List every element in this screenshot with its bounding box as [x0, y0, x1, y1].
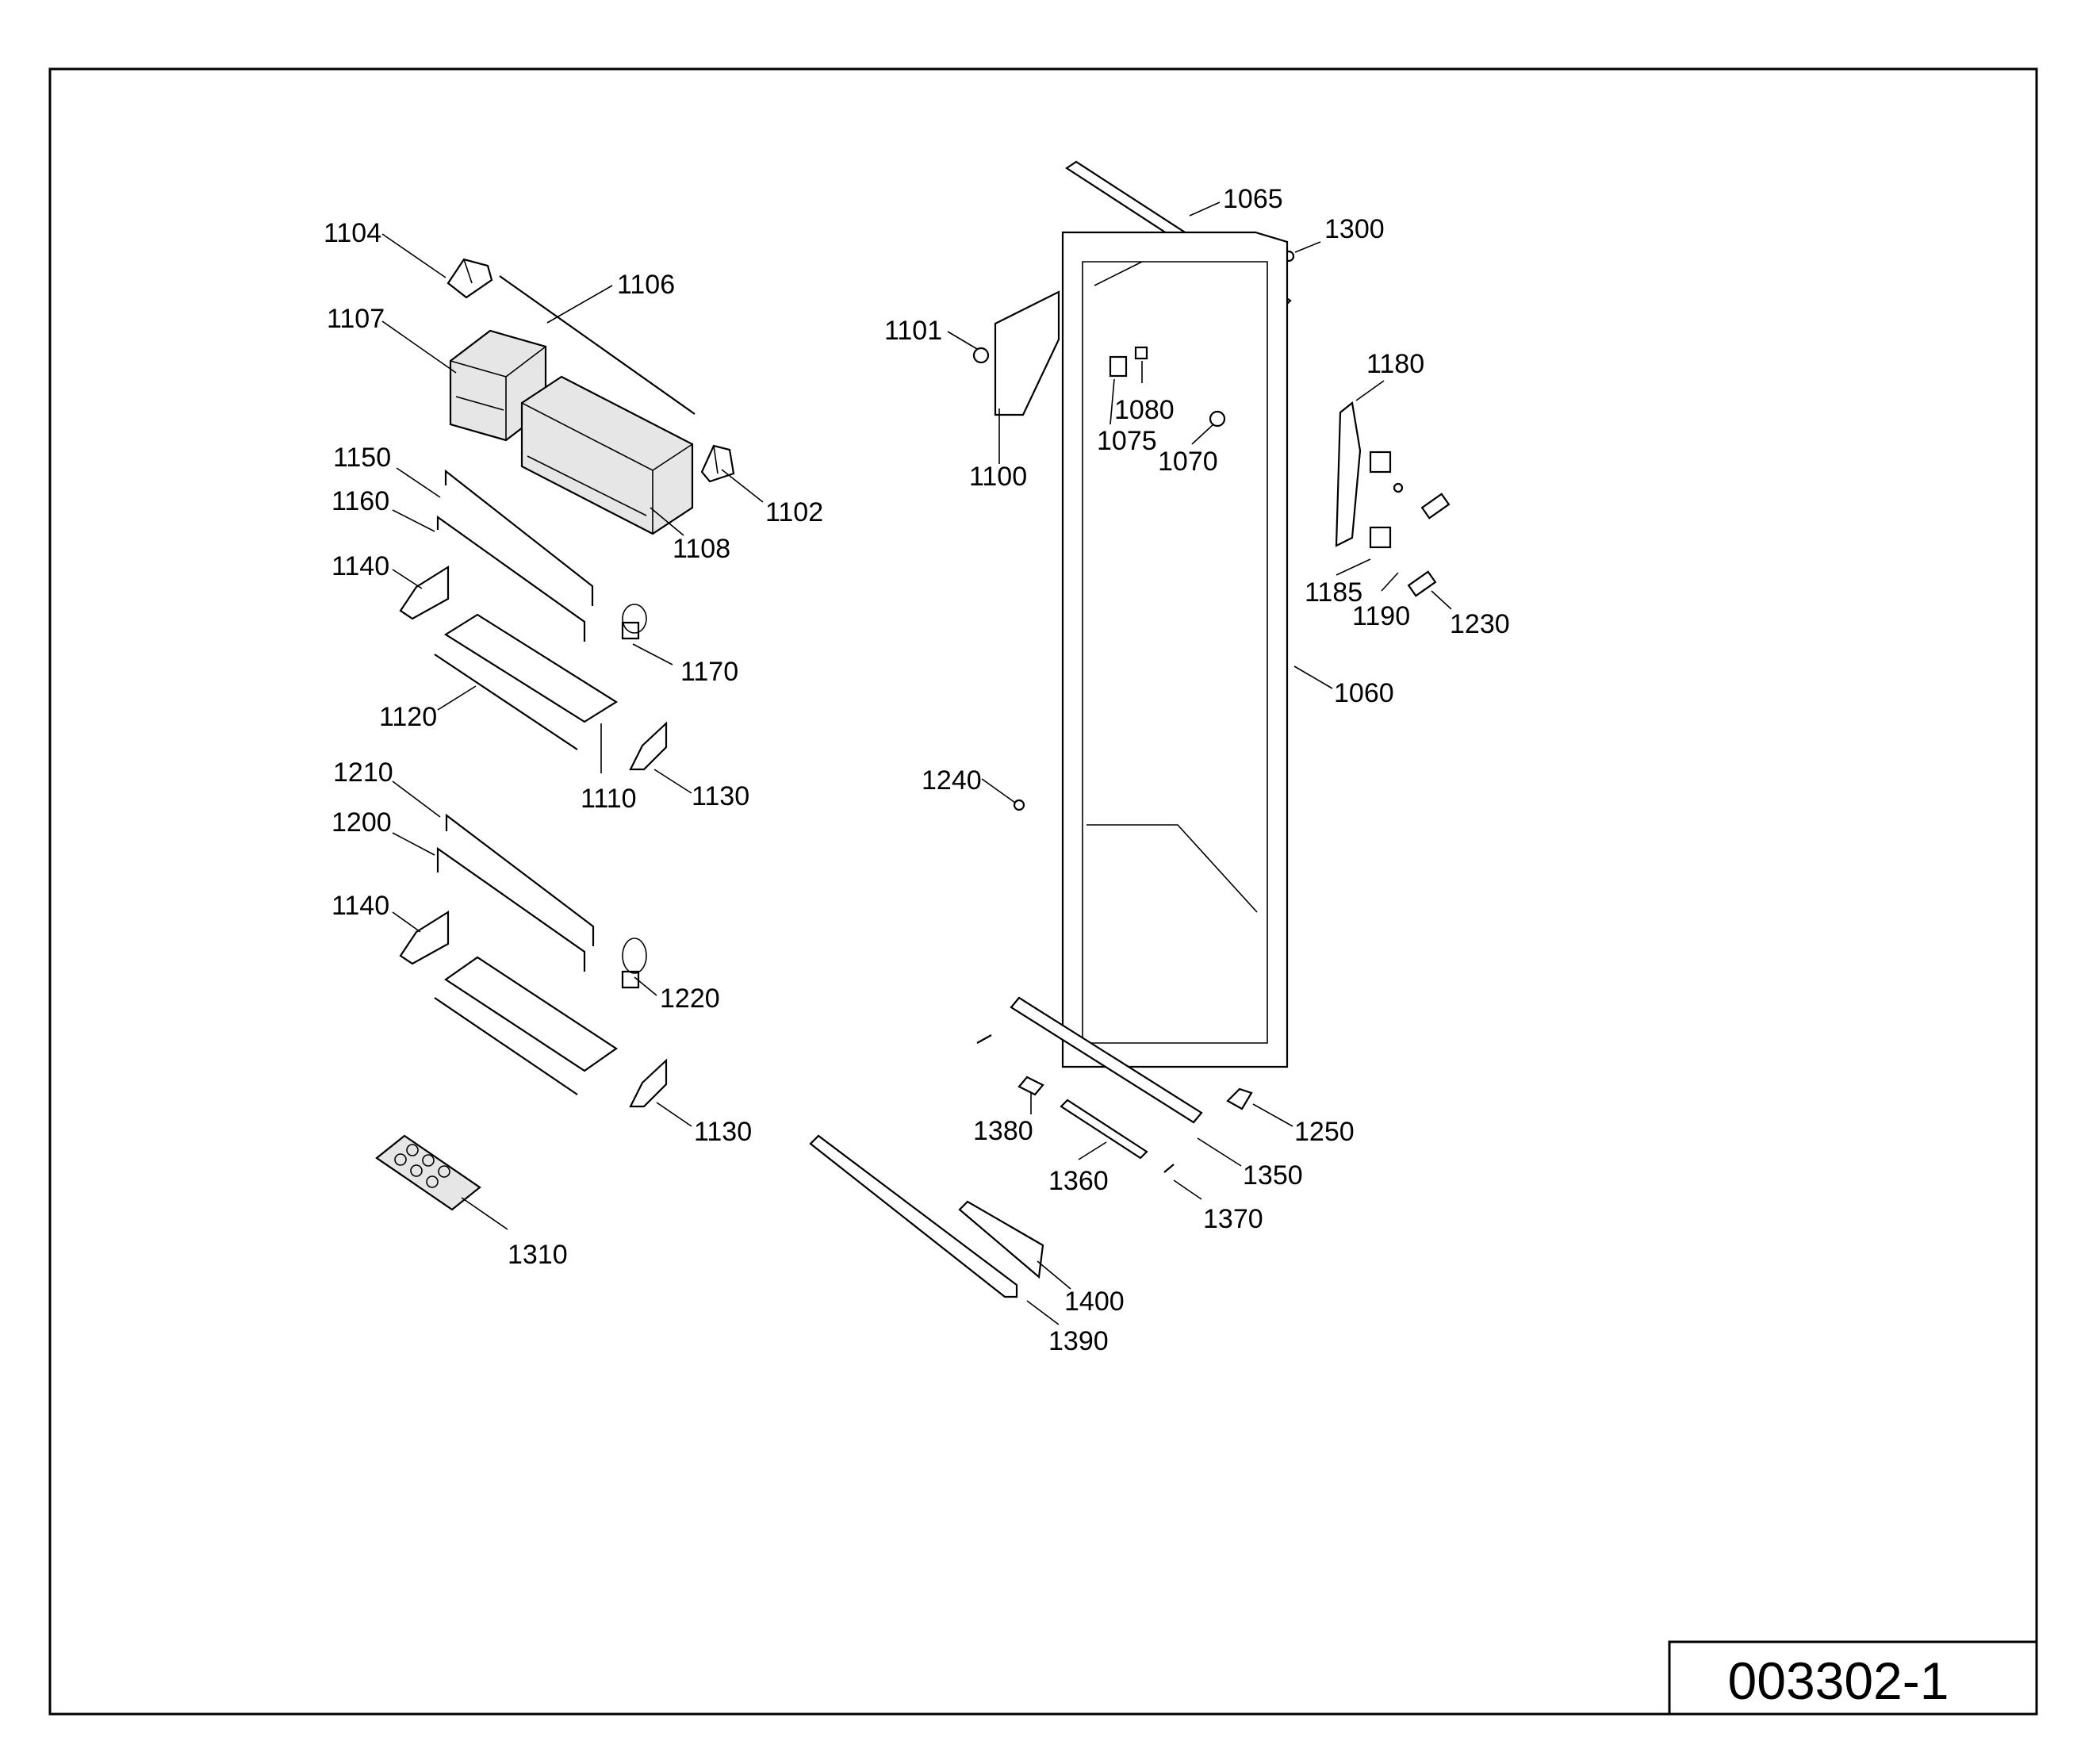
label-1070: 1070 [1158, 447, 1218, 477]
part-1200-wire [436, 846, 586, 972]
part-1100-side-bin [994, 290, 1060, 416]
label-1100: 1100 [969, 462, 1027, 492]
label-1101: 1101 [884, 316, 942, 346]
part-labels: 1104 1106 1107 1108 1102 1150 1160 1140 … [324, 184, 1510, 1356]
label-1140-lower: 1140 [332, 891, 389, 921]
label-1370: 1370 [1203, 1204, 1263, 1234]
part-1230-pad-1 [1420, 493, 1451, 520]
leader-lines [381, 201, 1452, 1325]
part-1110-trim [434, 654, 578, 750]
label-1106: 1106 [617, 270, 675, 300]
label-1310: 1310 [508, 1240, 568, 1270]
label-1060: 1060 [1334, 678, 1394, 708]
label-1250: 1250 [1294, 1117, 1355, 1147]
label-1102: 1102 [765, 497, 823, 527]
label-1170: 1170 [680, 657, 738, 687]
part-1140-bracket-upper [399, 566, 450, 620]
label-1220: 1220 [660, 984, 720, 1014]
part-lower-trim [434, 997, 578, 1095]
part-1160-wire [436, 515, 586, 642]
label-1380: 1380 [973, 1116, 1033, 1146]
label-1110: 1110 [581, 784, 637, 814]
label-1150: 1150 [333, 443, 391, 473]
label-1120: 1120 [379, 702, 437, 732]
part-1170-clip [621, 604, 647, 640]
part-hinge-block-2 [1369, 526, 1392, 549]
part-1350-rail [1010, 996, 1203, 1124]
label-1065: 1065 [1223, 184, 1283, 214]
part-1310-egg-tray [375, 1134, 481, 1211]
part-1080-block [1134, 346, 1148, 360]
label-1180: 1180 [1366, 349, 1424, 379]
label-1400: 1400 [1064, 1287, 1125, 1317]
part-1190-screw [1393, 482, 1404, 493]
part-1108-bin [520, 375, 694, 535]
part-1210-wire [445, 813, 595, 946]
label-1360: 1360 [1048, 1166, 1109, 1196]
label-1390: 1390 [1048, 1326, 1109, 1356]
label-1240: 1240 [922, 765, 982, 796]
label-1140-upper: 1140 [332, 551, 389, 581]
label-1075: 1075 [1097, 426, 1157, 456]
part-1230-pad-2 [1407, 570, 1437, 597]
part-1075-block [1109, 355, 1128, 378]
part-1140-bracket-lower [399, 911, 450, 965]
part-1130-shelf-lower [444, 956, 618, 1072]
part-1240-screw [1013, 799, 1025, 811]
part-1101-screw [972, 347, 990, 364]
label-1350: 1350 [1243, 1160, 1303, 1191]
part-1390-bar [809, 1134, 1018, 1298]
part-1106-rod [499, 275, 696, 415]
part-1104-bracket [446, 258, 493, 299]
part-1130-bracket-upper [629, 721, 668, 771]
label-1200: 1200 [332, 807, 392, 838]
label-1190: 1190 [1352, 601, 1410, 631]
part-1102-bracket [700, 444, 735, 483]
part-1400-cover [958, 1200, 1044, 1279]
label-1160: 1160 [332, 486, 389, 516]
part-1370-screw [1163, 1164, 1175, 1173]
label-1130-lower: 1130 [694, 1117, 752, 1147]
label-1080: 1080 [1114, 395, 1175, 425]
label-1230: 1230 [1450, 609, 1510, 639]
label-1210: 1210 [333, 757, 393, 788]
title-block [1668, 1640, 2038, 1716]
drawing-number: 003302-1 [1728, 1651, 1949, 1710]
drawing-frame [48, 67, 2038, 1716]
part-1130-bracket-lower [629, 1058, 668, 1108]
label-1108: 1108 [673, 534, 730, 564]
part-1360-rod [1060, 1099, 1148, 1160]
label-1107: 1107 [327, 304, 385, 334]
label-1104: 1104 [324, 218, 381, 248]
label-1185: 1185 [1305, 577, 1362, 608]
part-1350-screw [976, 1034, 992, 1044]
label-1300: 1300 [1324, 214, 1385, 244]
part-1070-knob [1209, 410, 1226, 428]
part-1120-shelf [443, 613, 619, 723]
part-hinge-block-1 [1369, 451, 1392, 474]
part-1220-clip [621, 938, 647, 989]
part-1150-wire [444, 469, 594, 606]
part-1380-clip [1018, 1076, 1044, 1096]
part-1180-hinge [1335, 401, 1362, 547]
part-1060-door-liner [1061, 231, 1289, 1068]
label-1130-upper: 1130 [692, 781, 749, 811]
part-1250-clip [1226, 1087, 1253, 1110]
